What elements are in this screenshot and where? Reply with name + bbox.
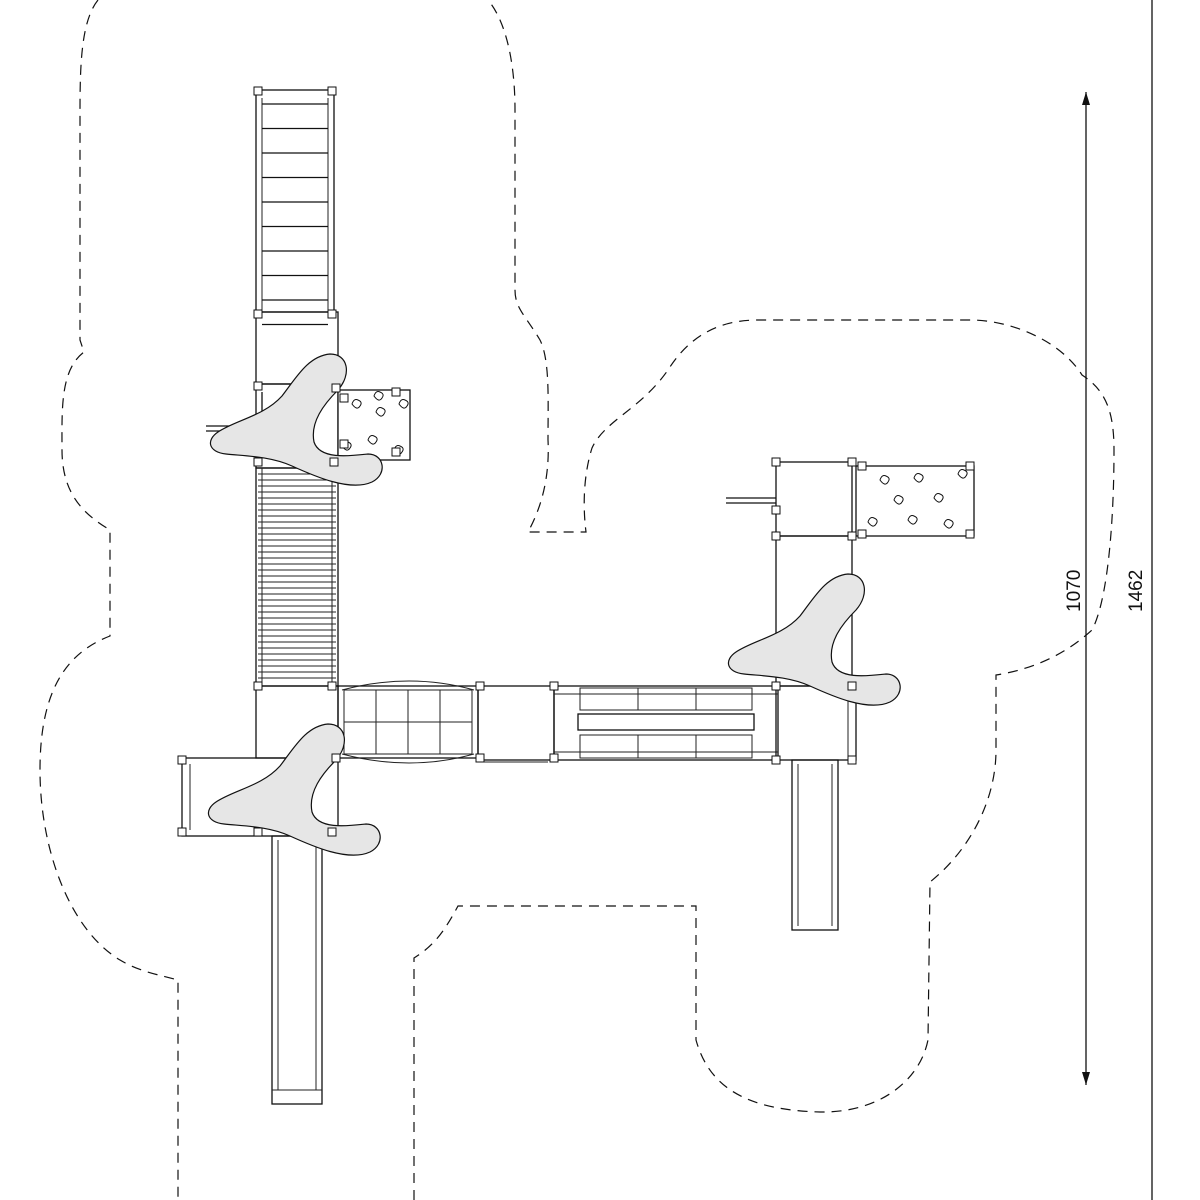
post-marker [771, 755, 781, 765]
post-marker [965, 461, 975, 471]
post-marker [327, 309, 337, 319]
horizontal-ladder [255, 89, 335, 326]
post-marker [847, 457, 857, 467]
post-marker [253, 827, 263, 837]
bridge-deck [477, 685, 555, 761]
post-marker [771, 505, 781, 515]
climbing-hold-icon [351, 399, 362, 409]
post-marker [329, 457, 339, 467]
post-marker [253, 381, 263, 391]
post-marker [331, 383, 341, 393]
posts [177, 86, 975, 837]
post-marker [475, 681, 485, 691]
post-marker [339, 393, 349, 403]
climbing-holds-2 [867, 469, 968, 529]
post-marker [177, 827, 187, 837]
panel-row-bottom [579, 734, 753, 759]
panel-row-top [579, 687, 753, 711]
slide-right [791, 759, 839, 931]
post-marker [771, 681, 781, 691]
post-marker [847, 531, 857, 541]
panel-bridge-frame [553, 685, 779, 761]
climbing-hold-icon [867, 517, 878, 527]
climbing-hold-icon [373, 391, 384, 401]
post-marker [253, 86, 263, 96]
post-marker [475, 753, 485, 763]
climbing-hold-icon [879, 475, 890, 485]
post-marker [549, 753, 559, 763]
post-marker [177, 755, 187, 765]
post-marker [327, 827, 337, 837]
upper-platform-right [775, 461, 853, 537]
post-marker [857, 529, 867, 539]
dimension-label-outer: 1462 [1126, 570, 1147, 612]
net-curve-top [341, 680, 475, 691]
net-curve-bottom [341, 753, 475, 764]
slide-left-body [271, 835, 323, 1105]
net-cells [343, 689, 473, 755]
post-marker [847, 681, 857, 691]
climbing-hold-icon [893, 495, 904, 505]
post-marker [771, 531, 781, 541]
arrow-top-icon [1082, 92, 1090, 105]
net-bridge [337, 680, 479, 764]
climbing-hold-icon [943, 519, 954, 529]
clamp-shape [727, 573, 901, 706]
dimension-1070: 1070 [1064, 92, 1090, 1085]
arrow-bottom-icon [1082, 1072, 1090, 1085]
ramp-frame [255, 467, 339, 687]
ladder-rungs [262, 103, 328, 326]
climbing-hold-icon [957, 469, 968, 479]
climbing-hold-icon [367, 435, 378, 445]
safety-zone-outer-boundary [39, 0, 1115, 1200]
post-marker [331, 753, 341, 763]
post-marker [327, 681, 337, 691]
post-marker [847, 755, 857, 765]
ladder-frame [255, 89, 335, 313]
ramp-slats [258, 468, 336, 686]
post-marker [339, 439, 349, 449]
climbing-hold-icon [907, 515, 918, 525]
post-marker [253, 309, 263, 319]
climbing-hold-icon [375, 407, 386, 417]
post-marker [253, 681, 263, 691]
panel-center-beam [577, 713, 755, 731]
panel-bridge [553, 685, 779, 761]
post-marker [771, 457, 781, 467]
dimension-label-inner: 1070 [1064, 570, 1085, 612]
post-marker [857, 461, 867, 471]
clamp-connector [727, 573, 901, 706]
post-marker [391, 447, 401, 457]
climbing-hold-icon [398, 399, 409, 409]
post-marker [391, 387, 401, 397]
post-marker [253, 457, 263, 467]
post-marker [549, 681, 559, 691]
post-clamps [207, 353, 901, 856]
slide-right-body [791, 759, 839, 931]
climbing-hold-icon [913, 473, 924, 483]
climbing-hold-icon [933, 493, 944, 503]
slide-left [271, 835, 323, 1105]
post-marker [327, 86, 337, 96]
post-marker [965, 529, 975, 539]
